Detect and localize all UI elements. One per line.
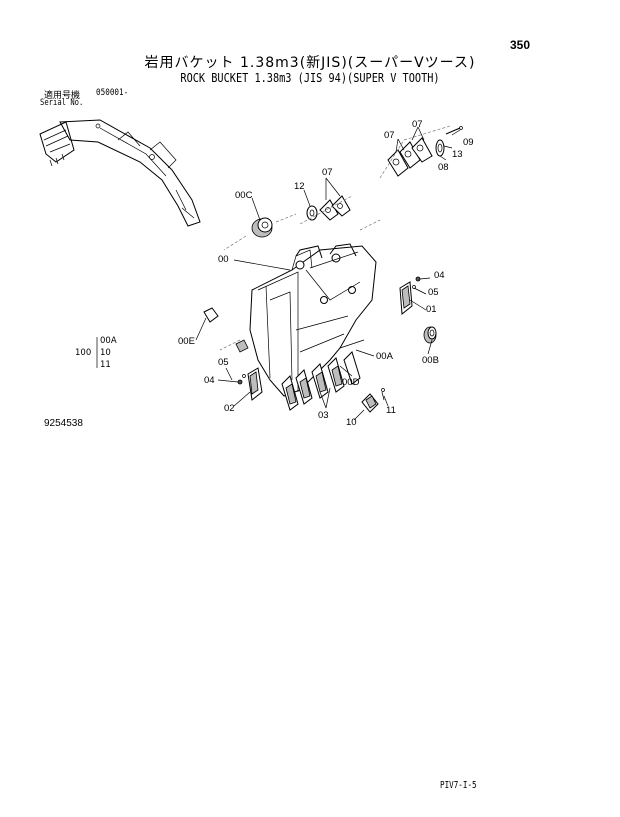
callout-label: 04 <box>434 270 445 281</box>
callout-label: 07 <box>322 167 333 178</box>
bushing-00c <box>223 213 297 251</box>
qty-item: 00A <box>100 336 117 346</box>
callout-label: 00E <box>178 336 195 347</box>
callout-label: 05 <box>428 287 439 298</box>
qty-item: 10 <box>100 348 111 358</box>
footer-code: PIV7-I-5 <box>440 780 477 791</box>
callout-label: 07 <box>384 130 395 141</box>
pin-set-mid <box>299 195 353 225</box>
callout-label: 01 <box>426 304 437 315</box>
page-title-en: ROCK BUCKET 1.38m3 (JIS 94)(SUPER V TOOT… <box>180 70 440 85</box>
callout-label: 10 <box>346 417 357 428</box>
side-cutter-right <box>399 276 437 344</box>
excavator-arm-illustration <box>39 119 201 227</box>
adapter-00e <box>203 307 249 353</box>
callout-label: 02 <box>224 403 235 414</box>
callout-label: 00C <box>235 190 253 201</box>
callout-label: 13 <box>452 149 463 160</box>
page-title-jp: 岩用バケット 1.38m3(新JIS)(スーパーVツース) <box>144 55 476 71</box>
serial-label-jp: 適用号機 <box>44 91 81 101</box>
serial-label-en: Serial No. <box>40 98 84 108</box>
qty-item: 11 <box>100 360 111 370</box>
tooth-pin-10-11 <box>361 388 385 413</box>
teeth-row <box>281 351 361 411</box>
callout-label: 11 <box>386 405 396 416</box>
leader-lines <box>195 126 461 421</box>
page-number: 350 <box>510 38 531 52</box>
pin-linkage-set <box>379 125 463 179</box>
callout-label: 00 <box>218 254 229 265</box>
callout-label: 03 <box>318 410 329 421</box>
bucket-body <box>219 219 381 397</box>
qty-header: 100 <box>75 348 92 358</box>
callout-label: 12 <box>294 181 305 192</box>
side-cutter-left <box>237 367 263 401</box>
callout-label: 09 <box>463 137 474 148</box>
serial-value: 050001- <box>96 88 129 98</box>
callout-label: 08 <box>438 162 449 173</box>
callout-label: 07 <box>412 119 423 130</box>
callout-label: 00B <box>422 355 439 366</box>
callout-label: 04 <box>204 375 215 386</box>
callout-label: 00D <box>342 377 360 388</box>
callout-label: 00A <box>376 351 393 362</box>
drawing-number: 9254538 <box>44 418 83 429</box>
callout-label: 05 <box>218 357 229 368</box>
